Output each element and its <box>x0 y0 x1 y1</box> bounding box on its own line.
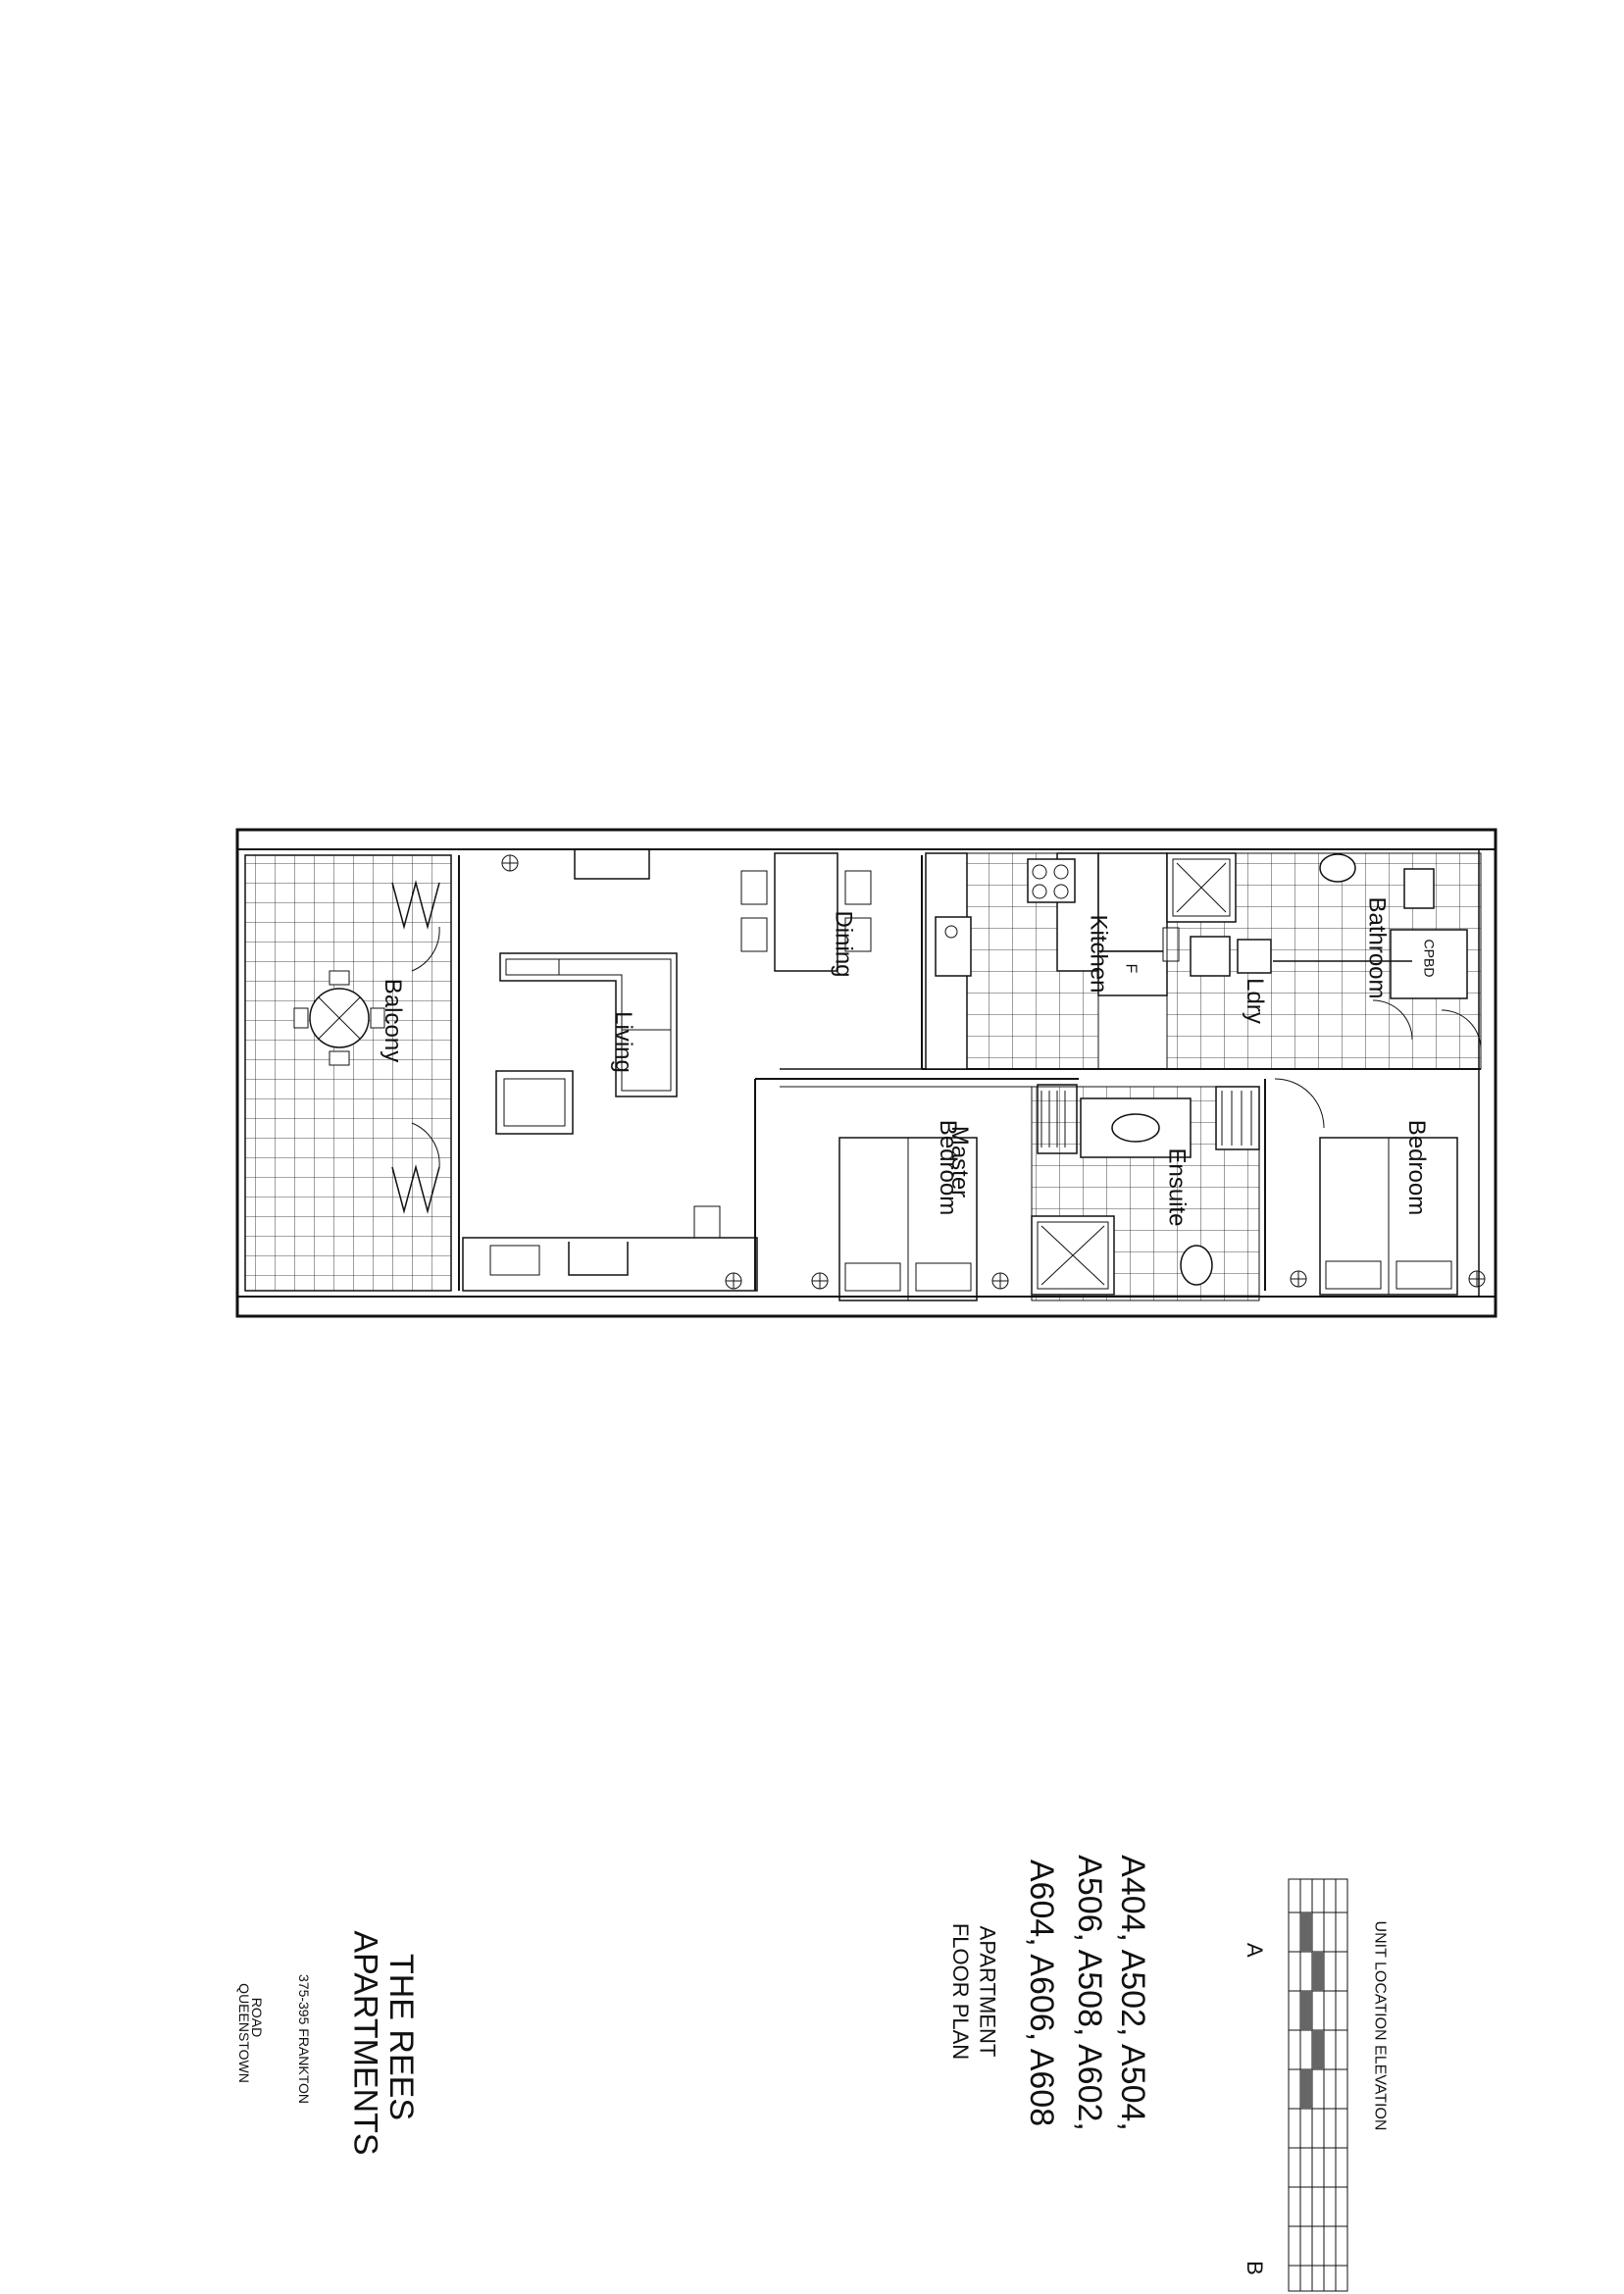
room-label-master-bedroom-2: Bedroom <box>935 1120 961 1215</box>
room-label-bathroom: Bathroom <box>1364 896 1391 998</box>
plan-type-line2: FLOOR PLAN <box>948 1923 973 2060</box>
room-label-living: Living <box>610 1011 636 1073</box>
project-name-line1: THE REES <box>382 1954 420 2120</box>
bathroom-area <box>1166 852 1482 1070</box>
project-address-line3: QUEENSTOWN <box>236 1983 252 2083</box>
living-furniture <box>462 848 758 1292</box>
room-label-laundry: Ldry <box>1242 978 1268 1024</box>
room-label-kitchen: Kitchen <box>1086 914 1112 993</box>
project-address-line2: ROAD <box>249 1998 265 2037</box>
dining-furniture <box>740 852 872 972</box>
elevation-heading: UNIT LOCATION ELEVATION <box>1371 1921 1388 2131</box>
room-label-cupboard: CPBD <box>1421 940 1437 978</box>
elevation-side-b: B <box>1243 2261 1267 2275</box>
unit-numbers-line1: A404, A502, A504, <box>1114 1855 1151 2131</box>
unit-numbers-line3: A604, A606, A608 <box>1023 1860 1060 2126</box>
plan-type-line1: APARTMENT <box>975 1926 999 2058</box>
room-label-fridge: F <box>1123 964 1140 974</box>
bedroom-area <box>1264 1078 1486 1296</box>
unit-numbers: A404, A502, A504, A506, A508, A602, A604… <box>1023 1855 1151 2131</box>
project-address-line1: 375-395 FRANKTON <box>296 1974 312 2104</box>
elevation-grid <box>1288 1878 1348 2292</box>
plan-type: APARTMENT FLOOR PLAN <box>948 1923 999 2060</box>
room-label-bedroom: Bedroom <box>1403 1120 1430 1215</box>
unit-location-elevation: UNIT LOCATION ELEVATION A B <box>1243 1878 1388 2292</box>
project-name-line2: APARTMENTS <box>347 1930 384 2155</box>
kitchen-area <box>925 852 1180 1070</box>
unit-numbers-line2: A506, A508, A602, <box>1071 1855 1108 2131</box>
elevation-side-a: A <box>1243 1943 1267 1958</box>
room-label-dining: Dining <box>831 910 857 977</box>
room-label-balcony: Balcony <box>380 979 406 1062</box>
ensuite-area <box>1031 1086 1260 1301</box>
project-info: THE REES APARTMENTS 375-395 FRANKTON ROA… <box>236 1930 420 2155</box>
balcony-area <box>244 854 452 1292</box>
room-label-ensuite: Ensuite <box>1164 1147 1191 1226</box>
room-label-master-bedroom-1: Master <box>946 1126 973 1198</box>
building-outline <box>235 828 1497 1318</box>
